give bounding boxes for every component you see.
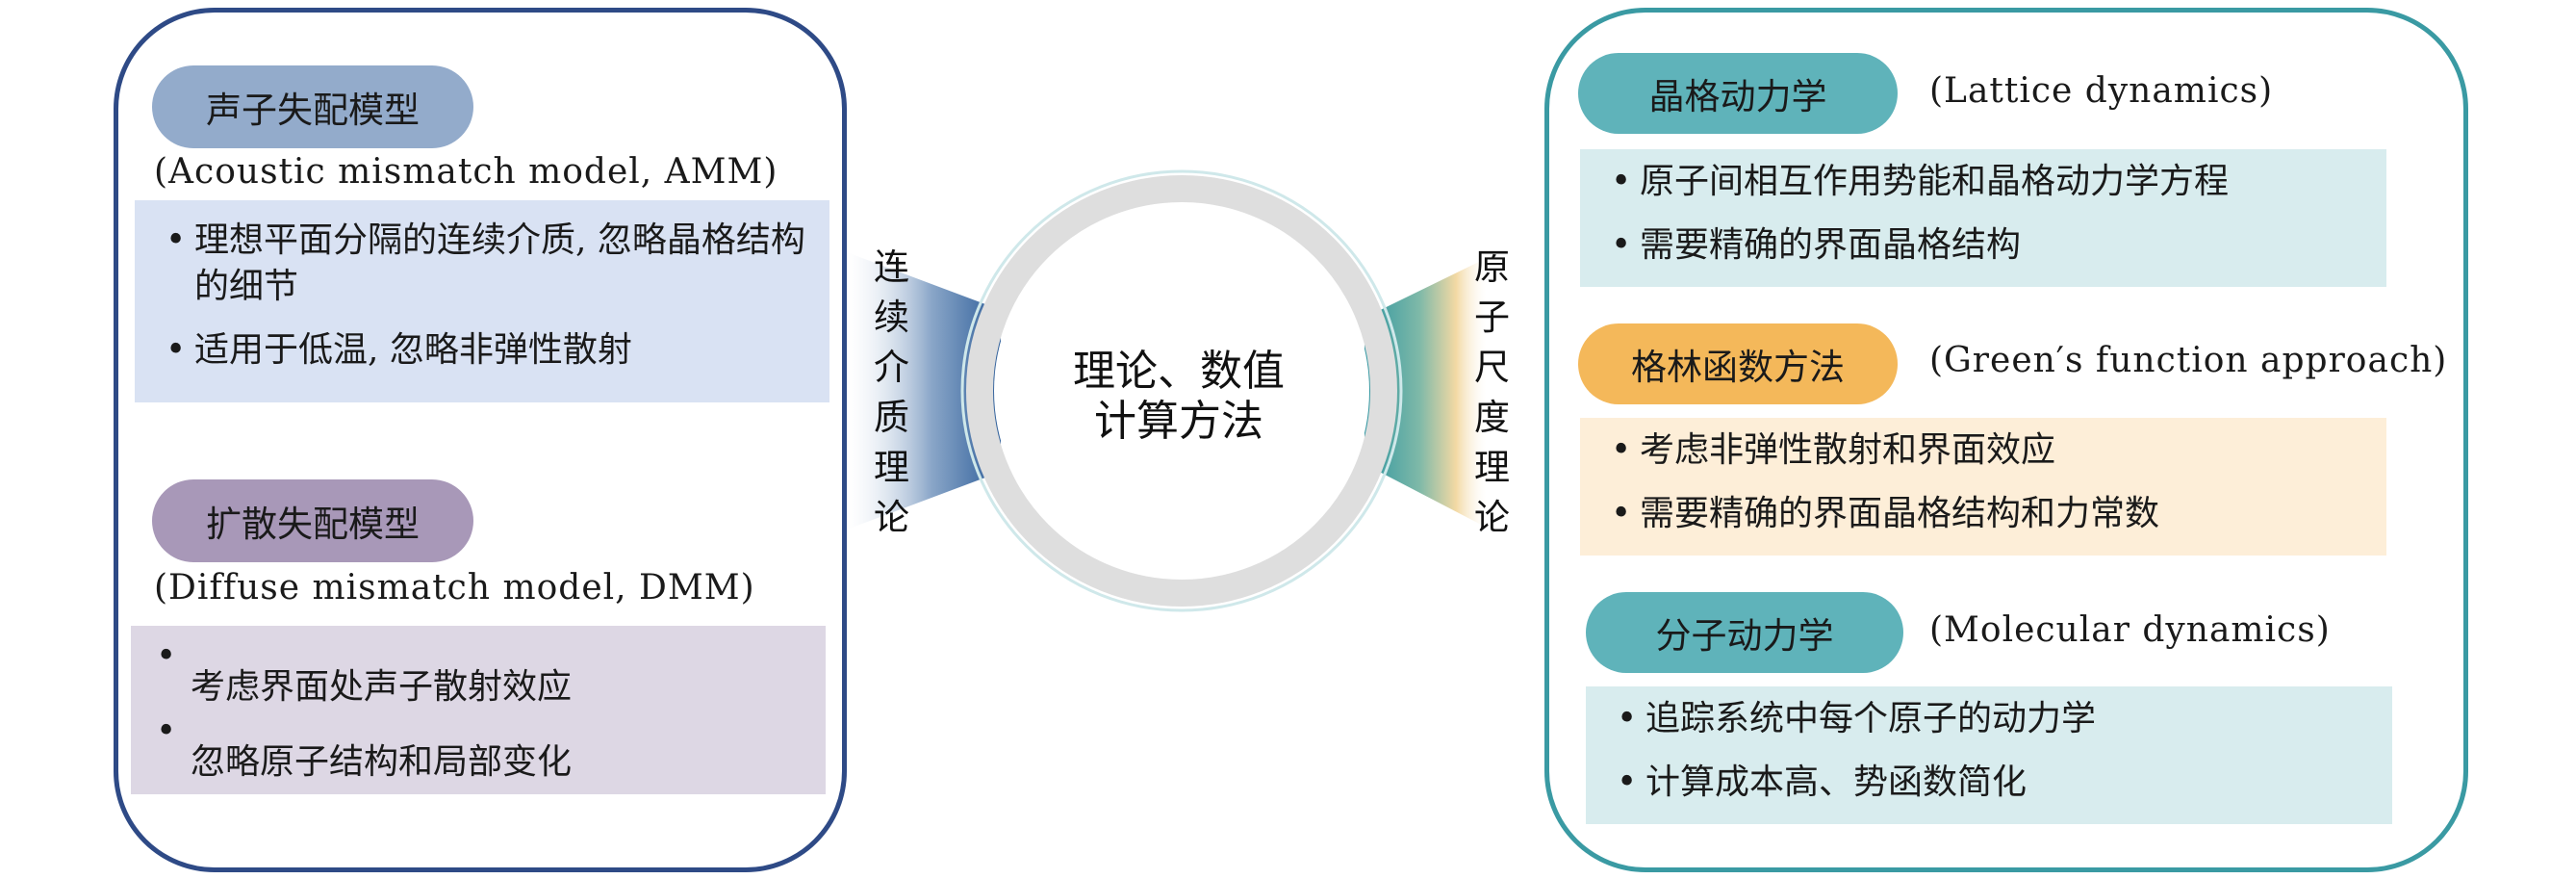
dmm-title-pill: 扩散失配模型 — [152, 479, 473, 562]
left-connector-wedge — [847, 252, 1001, 530]
greens-function-subtitle: (Green′s function approach) — [1929, 341, 2448, 380]
amm-title: 声子失配模型 — [206, 90, 420, 131]
center-disc — [994, 203, 1369, 579]
greens-function-content-box: 考虑非弹性散射和界面效应 需要精确的界面晶格结构和力常数 — [1580, 418, 2386, 556]
molecular-dynamics-bullet: 追踪系统中每个原子的动力学 — [1615, 696, 2373, 742]
right-label-char: 子 — [1474, 297, 1510, 338]
left-label-char: 论 — [874, 497, 909, 538]
center-title: 理论、数值 计算方法 — [1020, 347, 1338, 447]
lattice-dynamics-title: 晶格动力学 — [1648, 76, 1827, 117]
molecular-dynamics-title: 分子动力学 — [1655, 615, 1834, 657]
greens-function-title-pill: 格林函数方法 — [1578, 323, 1898, 404]
dmm-content-box: 考虑界面处声子散射效应 忽略原子结构和局部变化 — [131, 626, 826, 794]
center-ring — [966, 175, 1397, 607]
lattice-dynamics-title-pill: 晶格动力学 — [1578, 53, 1898, 134]
left-connector-label: 连 续 介 质 理 论 — [874, 243, 909, 543]
right-label-char: 度 — [1474, 397, 1510, 438]
amm-bullet: 适用于低温, 忽略非弹性散射 — [164, 327, 810, 374]
left-label-char: 介 — [874, 347, 909, 388]
lattice-dynamics-subtitle: (Lattice dynamics) — [1929, 71, 2274, 111]
amm-subtitle: (Acoustic mismatch model, AMM) — [154, 152, 778, 192]
greens-function-bullet: 考虑非弹性散射和界面效应 — [1609, 427, 2367, 474]
dmm-title: 扩散失配模型 — [206, 504, 420, 545]
left-label-char: 续 — [874, 297, 909, 338]
amm-content-box: 理想平面分隔的连续介质, 忽略晶格结构的细节 适用于低温, 忽略非弹性散射 — [135, 200, 829, 402]
left-label-char: 理 — [874, 447, 909, 488]
greens-function-bullet: 需要精确的界面晶格结构和力常数 — [1609, 491, 2367, 537]
right-connector-label: 原 子 尺 度 理 论 — [1474, 243, 1510, 543]
lattice-dynamics-content-box: 原子间相互作用势能和晶格动力学方程 需要精确的界面晶格结构 — [1580, 149, 2386, 287]
right-label-char: 论 — [1474, 497, 1510, 538]
lattice-dynamics-bullet: 原子间相互作用势能和晶格动力学方程 — [1609, 159, 2367, 205]
lattice-dynamics-bullet: 需要精确的界面晶格结构 — [1609, 222, 2367, 269]
right-label-char: 理 — [1474, 447, 1510, 488]
right-label-char: 尺 — [1474, 347, 1510, 388]
amm-bullet: 理想平面分隔的连续介质, 忽略晶格结构的细节 — [164, 218, 810, 310]
greens-function-title: 格林函数方法 — [1631, 347, 1845, 388]
molecular-dynamics-bullet: 计算成本高、势函数简化 — [1615, 760, 2373, 806]
left-label-char: 连 — [874, 246, 909, 288]
left-label-char: 质 — [874, 397, 909, 438]
center-ring-outer-edge — [960, 169, 1403, 612]
dmm-bullet: 考虑界面处声子散射效应 — [156, 633, 806, 711]
right-connector-wedge — [1365, 258, 1487, 528]
right-label-char: 原 — [1474, 246, 1510, 288]
center-title-line1: 理论、数值 — [1073, 347, 1285, 396]
dmm-bullet: 忽略原子结构和局部变化 — [156, 709, 806, 786]
dmm-subtitle: (Diffuse mismatch model, DMM) — [154, 568, 755, 608]
molecular-dynamics-content-box: 追踪系统中每个原子的动力学 计算成本高、势函数简化 — [1586, 686, 2392, 824]
molecular-dynamics-title-pill: 分子动力学 — [1586, 592, 1903, 673]
molecular-dynamics-subtitle: (Molecular dynamics) — [1929, 610, 2331, 650]
amm-title-pill: 声子失配模型 — [152, 65, 473, 148]
center-title-line2: 计算方法 — [1094, 397, 1263, 446]
